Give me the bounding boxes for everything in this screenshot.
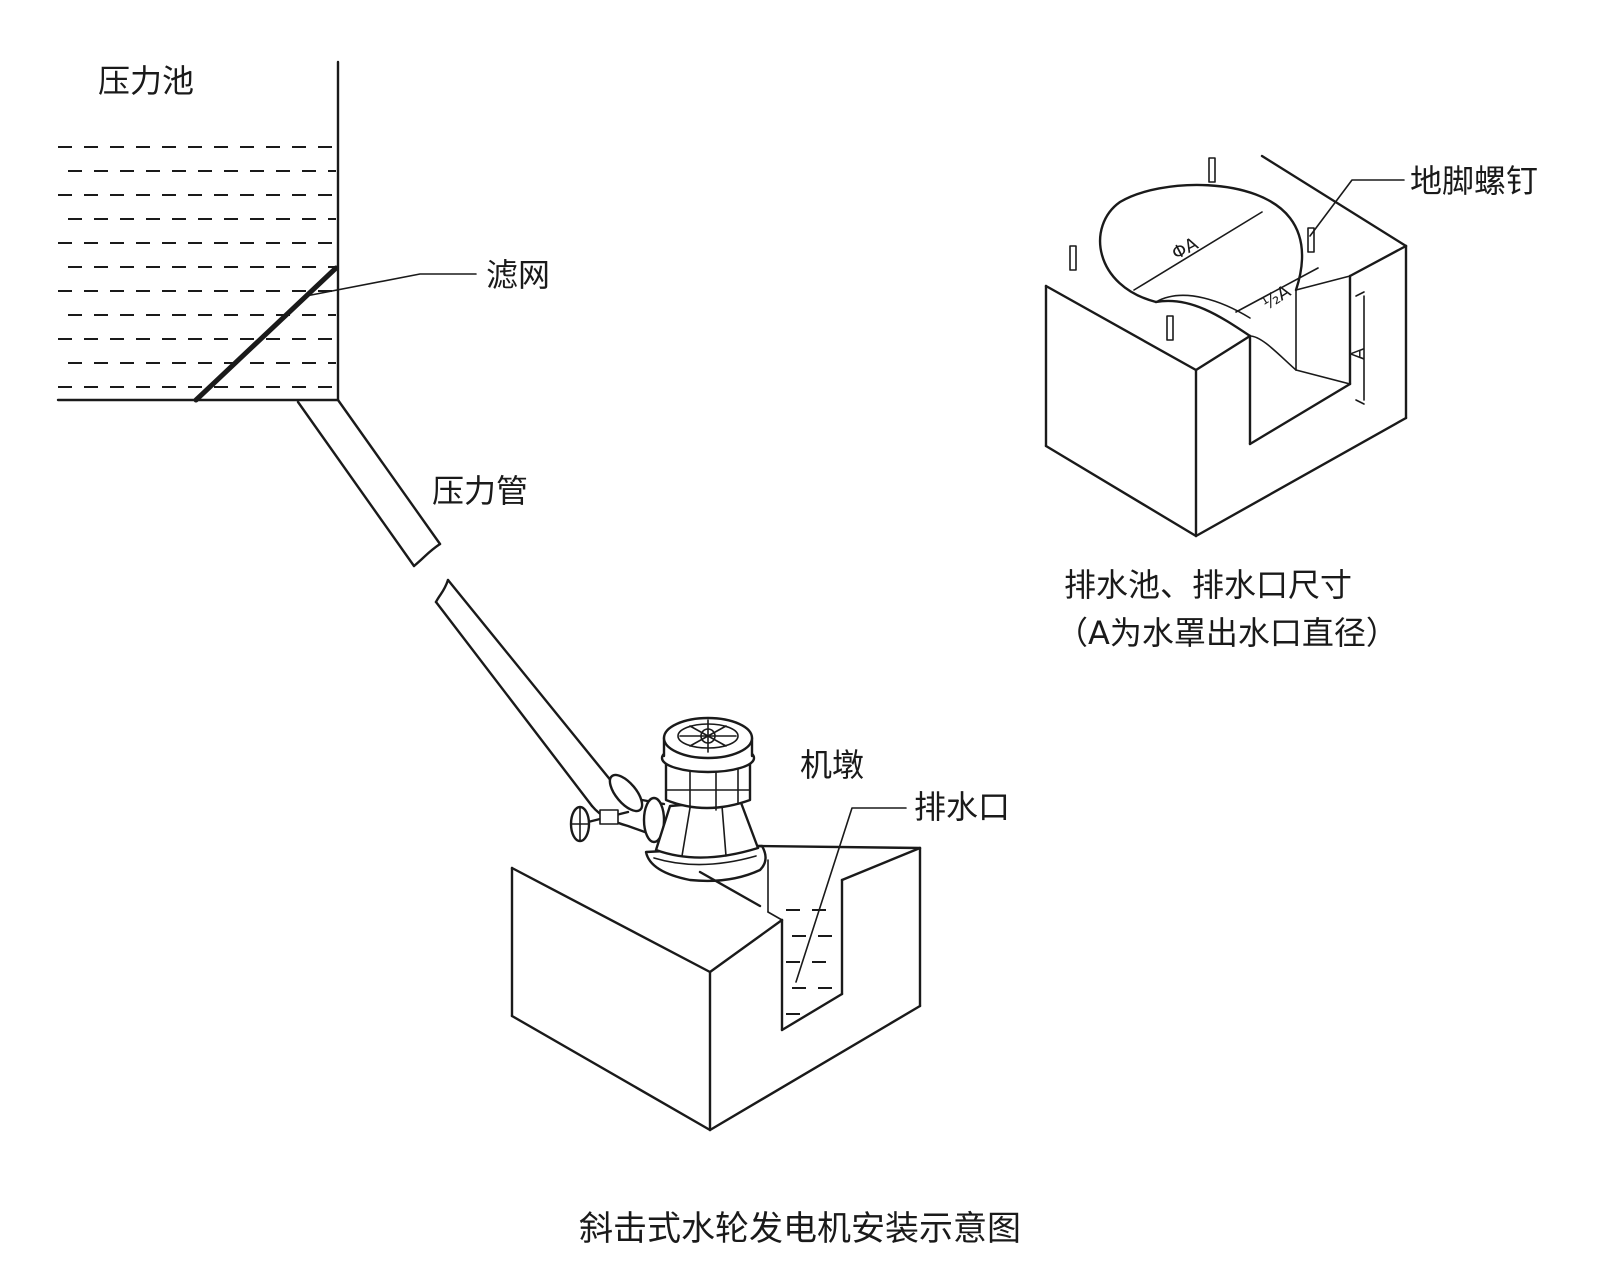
- tank-water-dashes: [58, 146, 336, 388]
- filter-screen-label: 滤网: [486, 256, 550, 294]
- anchor-bolt-icon: [1069, 157, 1315, 341]
- penstock-label: 压力管: [432, 472, 528, 510]
- drain-pit-detail: [1044, 154, 1408, 538]
- pressure-tank: [56, 60, 340, 403]
- valve-handwheel-icon: [569, 805, 630, 843]
- main-title: 斜击式水轮发电机安装示意图: [579, 1209, 1021, 1249]
- machine-pier: [510, 844, 922, 1132]
- dim-half-a: ½A: [1258, 281, 1295, 315]
- turbine-generator: [644, 716, 767, 883]
- anchor-bolt-label: 地脚螺钉: [1410, 162, 1538, 200]
- dim-a: A: [1348, 347, 1369, 360]
- penstock-pipe: [296, 398, 666, 844]
- drain-outlet-label: 排水口: [914, 788, 1010, 826]
- detail-caption-line2: （A为水罩出水口直径）: [1056, 614, 1398, 652]
- detail-caption-line1: 排水池、排水口尺寸: [1064, 566, 1352, 604]
- pressure-tank-label: 压力池: [98, 62, 194, 100]
- machine-pier-label: 机墩: [800, 746, 864, 784]
- filter-screen: [193, 265, 339, 403]
- drain-water-dashes: [786, 909, 838, 1015]
- dim-phi-a: ΦA: [1168, 233, 1202, 264]
